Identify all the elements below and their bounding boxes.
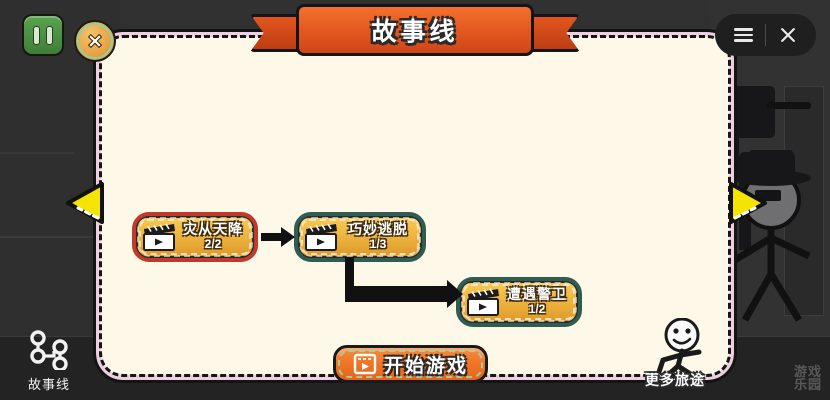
story-node[interactable]: 灾从天降 2/2: [132, 212, 258, 262]
film-play-icon: [353, 353, 377, 375]
node-progress: 1/3: [369, 237, 387, 252]
watermark: 游戏 乐园: [794, 365, 822, 392]
background-detail-line: [0, 152, 74, 154]
start-game-label: 开始游戏: [383, 355, 468, 377]
sidebar-item-label: 故事线: [27, 377, 70, 392]
sidebar-item-storyline[interactable]: 故事线: [10, 330, 88, 393]
connector-elbow-arrow: [345, 257, 463, 308]
more-journeys-label: 更多旅途: [645, 372, 705, 388]
panel-close-button[interactable]: [74, 20, 116, 62]
top-right-controls: [715, 14, 816, 56]
chevron-right-arrow-icon: [729, 182, 767, 224]
pause-button[interactable]: [22, 14, 64, 56]
close-icon: [88, 34, 102, 48]
stick-figure-icon: [656, 318, 702, 379]
node-name: 巧妙逃脱: [348, 221, 408, 238]
node-name: 灾从天降: [183, 221, 243, 238]
connector-arrow: [261, 227, 295, 247]
prev-page-arrow[interactable]: [64, 180, 106, 226]
close-button[interactable]: [766, 14, 810, 56]
watermark-line-2: 乐园: [793, 377, 822, 393]
watermark-line-1: 游戏: [793, 363, 822, 379]
hamburger-menu-icon: [733, 25, 753, 45]
node-graph-icon: [30, 330, 68, 370]
menu-button[interactable]: [721, 14, 765, 56]
divider: [765, 24, 766, 46]
pause-icon: [46, 25, 53, 45]
ribbon-body: 故事线: [296, 4, 534, 56]
pause-icon: [33, 25, 40, 45]
chevron-left-arrow-icon: [66, 182, 104, 224]
story-node[interactable]: 巧妙逃脱 1/3: [294, 212, 426, 262]
title-ribbon: 故事线: [250, 4, 580, 60]
more-journeys-button[interactable]: 更多旅途: [620, 318, 730, 390]
background-detail-line: [0, 236, 110, 238]
node-progress: 1/2: [528, 302, 546, 317]
node-text: 遭遇警卫 1/2: [504, 287, 576, 316]
node-progress: 2/2: [204, 237, 222, 252]
clapperboard-play-icon: [305, 223, 337, 251]
close-icon: [781, 28, 795, 42]
node-text: 巧妙逃脱 1/3: [342, 222, 420, 251]
node-text: 灾从天降 2/2: [180, 222, 252, 251]
clapperboard-play-icon: [467, 288, 499, 316]
page-title: 故事线: [371, 18, 459, 46]
story-node[interactable]: 遭遇警卫 1/2: [456, 277, 582, 327]
clapperboard-play-icon: [143, 223, 175, 251]
next-page-arrow[interactable]: [727, 180, 769, 226]
node-name: 遭遇警卫: [507, 286, 567, 303]
start-game-button[interactable]: 开始游戏: [333, 345, 488, 383]
